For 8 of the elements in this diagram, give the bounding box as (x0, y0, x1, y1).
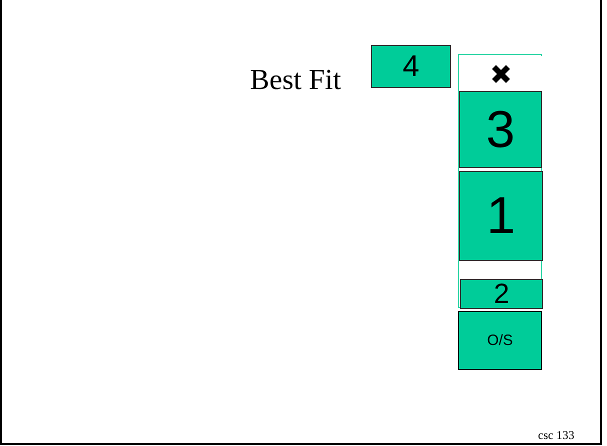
memory-block: 1 (459, 171, 543, 261)
memory-block: 3 (459, 91, 542, 168)
slide-number: csc 133 (538, 428, 574, 443)
memory-column (458, 54, 542, 308)
title-text: Best Fit (250, 64, 342, 97)
memory-block: 4 (371, 45, 451, 88)
os-block: O/S (458, 311, 542, 370)
memory-block: 2 (460, 279, 543, 309)
